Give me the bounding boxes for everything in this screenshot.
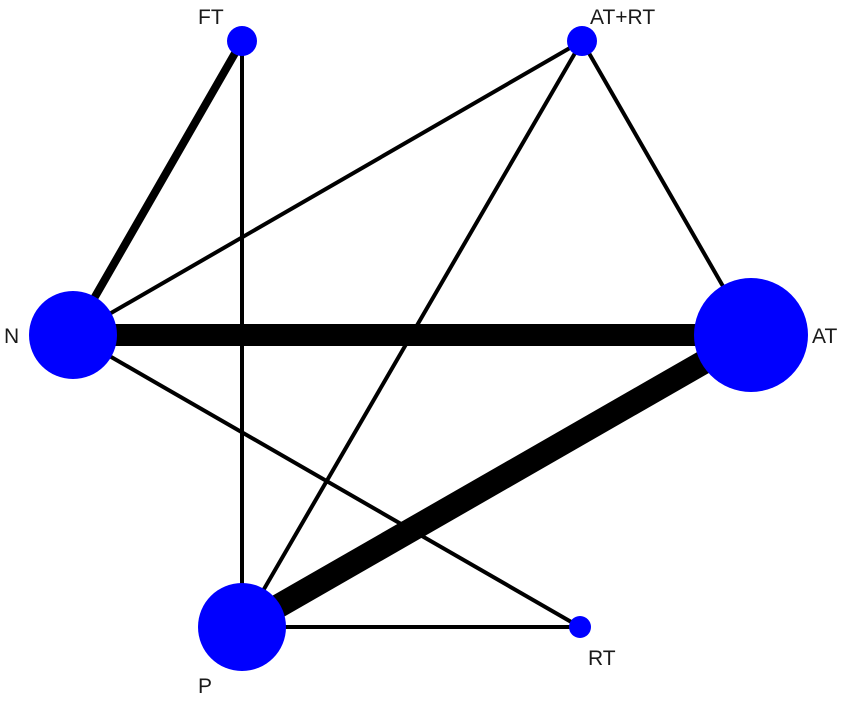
node-label-n: N bbox=[4, 325, 19, 348]
nodes-group bbox=[29, 26, 808, 671]
edge-p-at bbox=[236, 324, 757, 638]
node-label-ft: FT bbox=[198, 6, 224, 29]
edge-n-rt bbox=[72, 333, 581, 629]
node-p bbox=[198, 583, 286, 671]
node-label-p: P bbox=[198, 675, 212, 698]
node-at bbox=[694, 278, 808, 392]
edge-ft-n bbox=[69, 39, 246, 337]
node-label-rt: RT bbox=[588, 647, 616, 670]
node-rt bbox=[569, 616, 591, 638]
node-ft bbox=[227, 26, 257, 56]
node-label-at: AT bbox=[812, 325, 837, 348]
edges-group bbox=[69, 39, 757, 638]
node-label-at-rt: AT+RT bbox=[590, 6, 655, 29]
node-n bbox=[29, 291, 117, 379]
labels-group: FT AT+RT N AT P RT bbox=[4, 6, 837, 698]
node-at-rt bbox=[567, 26, 597, 56]
edge-at-rt-n bbox=[71, 39, 584, 337]
